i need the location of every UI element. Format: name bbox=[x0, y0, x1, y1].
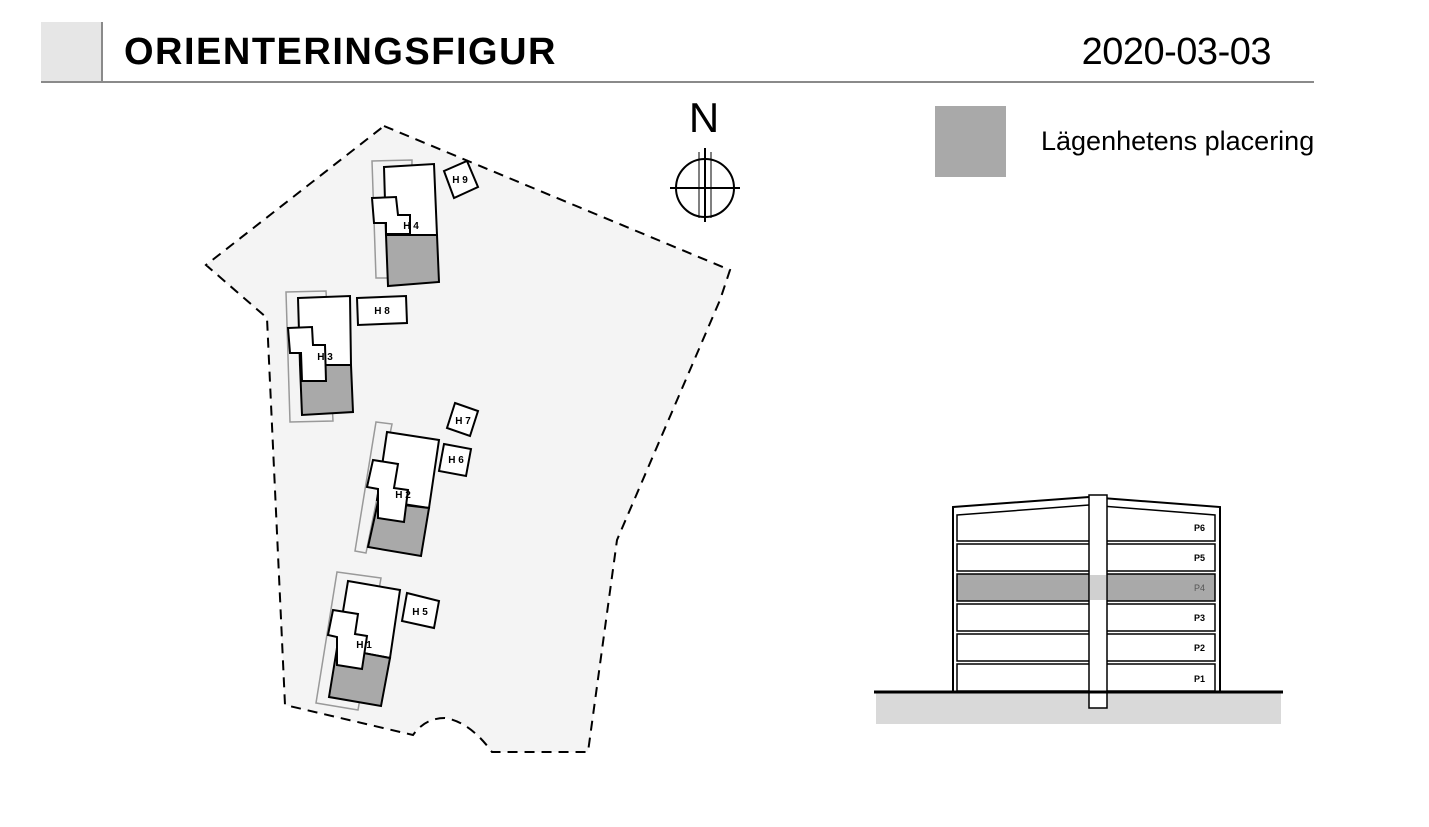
header-divider bbox=[41, 81, 1314, 83]
building-h3: H 3 bbox=[285, 290, 355, 423]
outbuilding-h6: H 6 bbox=[437, 442, 473, 478]
floor-label-p1: P1 bbox=[1194, 674, 1205, 684]
floor-p4: P4 bbox=[956, 573, 1216, 602]
date-label: 2020-03-03 bbox=[1081, 31, 1272, 73]
building-label-h1: H 1 bbox=[356, 640, 372, 651]
floor-p5: P5 bbox=[956, 543, 1216, 572]
building-h4: H 4 bbox=[370, 159, 441, 288]
outbuilding-label-h8: H 8 bbox=[374, 306, 390, 317]
stairwell bbox=[1088, 494, 1108, 709]
building-label-h4: H 4 bbox=[403, 221, 419, 232]
outbuilding-h9: H 9 bbox=[442, 159, 480, 200]
floor-label-p3: P3 bbox=[1194, 613, 1205, 623]
outbuilding-h8: H 8 bbox=[355, 294, 409, 327]
outbuilding-h7: H 7 bbox=[445, 401, 480, 438]
header-marker-box bbox=[41, 22, 103, 81]
floor-label-p6: P6 bbox=[1194, 523, 1205, 533]
page-title: ORIENTERINGSFIGUR bbox=[124, 31, 557, 73]
floor-p1: P1 bbox=[956, 663, 1216, 692]
building-h1: H 1 bbox=[315, 571, 402, 711]
outbuilding-label-h9: H 9 bbox=[452, 175, 468, 186]
north-label: N bbox=[689, 94, 719, 141]
site-boundary bbox=[204, 124, 732, 753]
outbuilding-h5: H 5 bbox=[400, 591, 441, 630]
floor-label-p5: P5 bbox=[1194, 553, 1205, 563]
floor-p6: P6 bbox=[956, 504, 1216, 542]
outbuilding-label-h7: H 7 bbox=[455, 416, 471, 427]
floor-p3: P3 bbox=[956, 603, 1216, 632]
legend-label: Lägenhetens placering bbox=[1041, 126, 1315, 156]
outbuilding-label-h6: H 6 bbox=[448, 455, 464, 466]
outbuilding-label-h5: H 5 bbox=[412, 607, 428, 618]
building-label-h2: H 2 bbox=[395, 490, 411, 501]
building-label-h3: H 3 bbox=[317, 352, 333, 363]
site-plan: H 4 H 3 H 2 H 1 H 9 bbox=[204, 124, 732, 753]
building-h2: H 2 bbox=[354, 421, 441, 558]
building-section: P6 P5 P4 P3 P2 P1 bbox=[874, 494, 1283, 724]
north-arrow-icon: N bbox=[670, 94, 740, 222]
floor-label-p2: P2 bbox=[1194, 643, 1205, 653]
floor-label-p4: P4 bbox=[1194, 583, 1205, 593]
floor-p2: P2 bbox=[956, 633, 1216, 662]
ground-fill bbox=[876, 692, 1281, 724]
legend-swatch bbox=[935, 106, 1006, 177]
